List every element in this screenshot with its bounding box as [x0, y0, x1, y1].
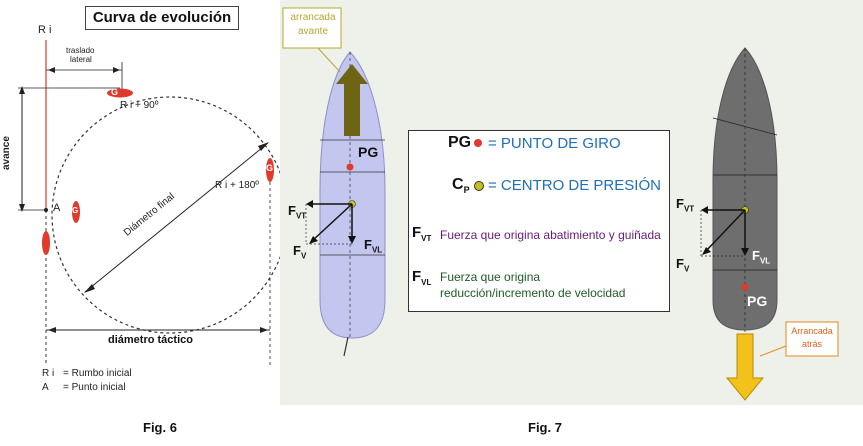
- fvt-label-left: FVT: [288, 203, 307, 221]
- legend-a-value: = Punto inicial: [63, 382, 126, 393]
- legend-cp-dot: [474, 181, 484, 191]
- legend-pg-key: PG: [448, 134, 472, 151]
- ri-90-label: R i + 90º: [120, 100, 159, 111]
- arrancada-avante-arrow: [336, 64, 368, 136]
- fig6-title: Curva de evolución: [85, 6, 239, 30]
- ship-start: [42, 231, 50, 255]
- pg-dot-left: [346, 163, 354, 171]
- legend-pg-dot: [474, 139, 482, 147]
- traslado-label-2: lateral: [70, 55, 92, 64]
- ri-180-label: R i + 180º: [215, 180, 259, 191]
- legend-pg-value: = PUNTO DE GIRO: [488, 135, 621, 152]
- arrancada-atras-label-1: Arrancada: [791, 326, 833, 336]
- fv-label-left: FV: [293, 243, 307, 261]
- diametro-tactico-label: diámetro táctico: [108, 334, 193, 346]
- g-label-a: G: [72, 206, 79, 215]
- hull-left: [319, 51, 386, 339]
- traslado-label-1: traslado: [66, 46, 95, 55]
- fvl-label-right: FVL: [752, 248, 771, 266]
- g-label-90: G: [111, 87, 119, 97]
- legend-box: [408, 130, 670, 312]
- legend-fvt-key: FVT: [412, 224, 432, 243]
- fig7-caption: Fig. 7: [528, 420, 562, 435]
- pg-label-left: PG: [358, 144, 379, 160]
- arrancada-avante-label-1: arrancada: [290, 12, 336, 23]
- ri-label: R i: [38, 24, 52, 36]
- legend-ri-value: = Rumbo inicial: [63, 368, 132, 379]
- fig6-caption: Fig. 6: [143, 420, 177, 435]
- arrancada-avante-label-2: avante: [297, 26, 329, 37]
- arrancada-atras-label-2: atrás: [801, 339, 822, 349]
- legend-fvl-key: FVL: [412, 268, 432, 287]
- diametro-final-line: [84, 142, 269, 293]
- fvt-label-right: FVT: [676, 196, 695, 214]
- legend-fvl-value-1: Fuerza que origina: [440, 270, 541, 284]
- g-label-180: G: [266, 163, 274, 173]
- ship-180: [266, 158, 274, 182]
- fvl-label-left: FVL: [364, 237, 383, 255]
- ship-90: [107, 88, 133, 98]
- arrancada-atras-arrow: [725, 333, 765, 401]
- a-label: A: [53, 202, 61, 214]
- legend-fvt-value: Fuerza que origina abatimiento y guiñada: [440, 228, 661, 242]
- legend-cp-key: CP: [452, 176, 470, 196]
- legend-cp-value: = CENTRO DE PRESIÓN: [488, 177, 661, 194]
- pg-label-right: PG: [747, 293, 768, 309]
- pg-dot-right: [741, 283, 749, 291]
- legend-ri-key: R i: [42, 368, 55, 379]
- fv-label-right: FV: [676, 256, 690, 274]
- legend-a-key: A: [42, 382, 49, 393]
- ship-a: [72, 201, 80, 223]
- legend-fvl-value-2: reducción/incremento de velocidad: [440, 286, 626, 300]
